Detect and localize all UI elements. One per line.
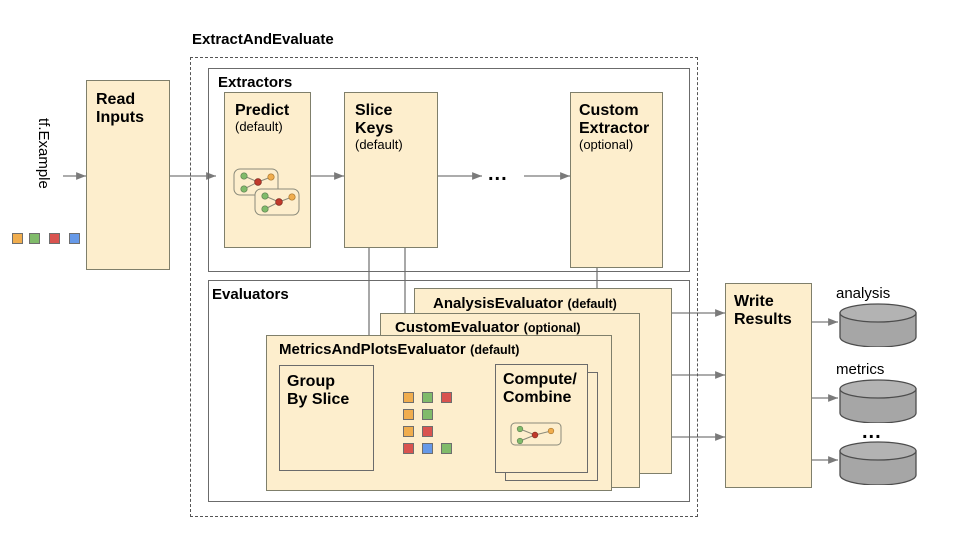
slice-keys-subtitle: (default) — [355, 137, 403, 152]
predict-title: Predict — [235, 102, 290, 119]
model-graph-icon — [233, 168, 300, 216]
node-custom-extractor[interactable]: Custom Extractor (optional) — [570, 92, 663, 268]
compute-graph-icon — [510, 422, 562, 446]
node-read-inputs[interactable]: Read Inputs — [86, 80, 170, 270]
slice-chip-grid — [403, 392, 469, 462]
analysis-evaluator-name: AnalysisEvaluator — [433, 295, 564, 312]
chip-red — [441, 392, 452, 403]
compute-combine-title: Compute/ Combine — [503, 371, 577, 406]
evaluators-title: Evaluators — [212, 286, 289, 303]
extract-and-evaluate-title: ExtractAndEvaluate — [192, 31, 334, 48]
cylinder-analysis — [839, 303, 917, 347]
chip-green — [422, 409, 433, 420]
custom-evaluator-name: CustomEvaluator — [395, 319, 520, 336]
custom-extractor-subtitle: (optional) — [579, 137, 634, 152]
node-group-by-slice[interactable]: Group By Slice — [279, 365, 374, 471]
chip-blue — [69, 233, 80, 244]
chip-orange — [403, 392, 414, 403]
output-label-metrics: metrics — [836, 361, 885, 378]
metrics-evaluator-name: MetricsAndPlotsEvaluator — [279, 341, 466, 358]
output-label-ellipsis: ... — [862, 421, 882, 443]
extractors-title: Extractors — [218, 74, 293, 91]
input-label: tf.Example — [35, 118, 52, 189]
metrics-evaluator-title: MetricsAndPlotsEvaluator (default) — [279, 341, 519, 359]
node-write-results[interactable]: Write Results — [725, 283, 812, 488]
node-metrics-and-plots-evaluator[interactable]: MetricsAndPlotsEvaluator (default) Group… — [266, 335, 612, 491]
chip-red — [403, 443, 414, 454]
group-by-slice-title: Group By Slice — [287, 373, 350, 408]
metrics-evaluator-sub: (default) — [470, 343, 520, 357]
node-slice-keys[interactable]: Slice Keys (default) — [344, 92, 438, 248]
extractors-group — [208, 68, 690, 272]
chip-blue — [422, 443, 433, 454]
chip-orange — [12, 233, 23, 244]
analysis-evaluator-sub: (default) — [567, 297, 617, 311]
evaluators-group — [208, 280, 690, 502]
extractors-ellipsis: ... — [488, 163, 508, 185]
chip-orange — [403, 426, 414, 437]
read-inputs-title: Read Inputs — [96, 91, 144, 126]
extract-and-evaluate-container — [190, 57, 698, 517]
custom-evaluator-title: CustomEvaluator (optional) — [395, 319, 581, 337]
write-results-title: Write Results — [734, 293, 792, 328]
cylinder-metrics — [839, 379, 917, 423]
custom-extractor-title: Custom Extractor — [579, 102, 650, 137]
chip-red — [422, 426, 433, 437]
chip-green — [29, 233, 40, 244]
chip-green — [422, 392, 433, 403]
analysis-evaluator-title: AnalysisEvaluator (default) — [433, 295, 617, 313]
node-compute-combine[interactable]: Compute/ Combine — [495, 364, 588, 473]
input-chips — [12, 233, 82, 247]
predict-subtitle: (default) — [235, 119, 283, 134]
cylinder-other — [839, 441, 917, 485]
slice-keys-title: Slice Keys — [355, 102, 394, 137]
node-predict[interactable]: Predict (default) — [224, 92, 311, 248]
chip-orange — [403, 409, 414, 420]
output-label-analysis: analysis — [836, 285, 891, 302]
custom-evaluator-sub: (optional) — [523, 321, 581, 335]
chip-red — [49, 233, 60, 244]
chip-green — [441, 443, 452, 454]
